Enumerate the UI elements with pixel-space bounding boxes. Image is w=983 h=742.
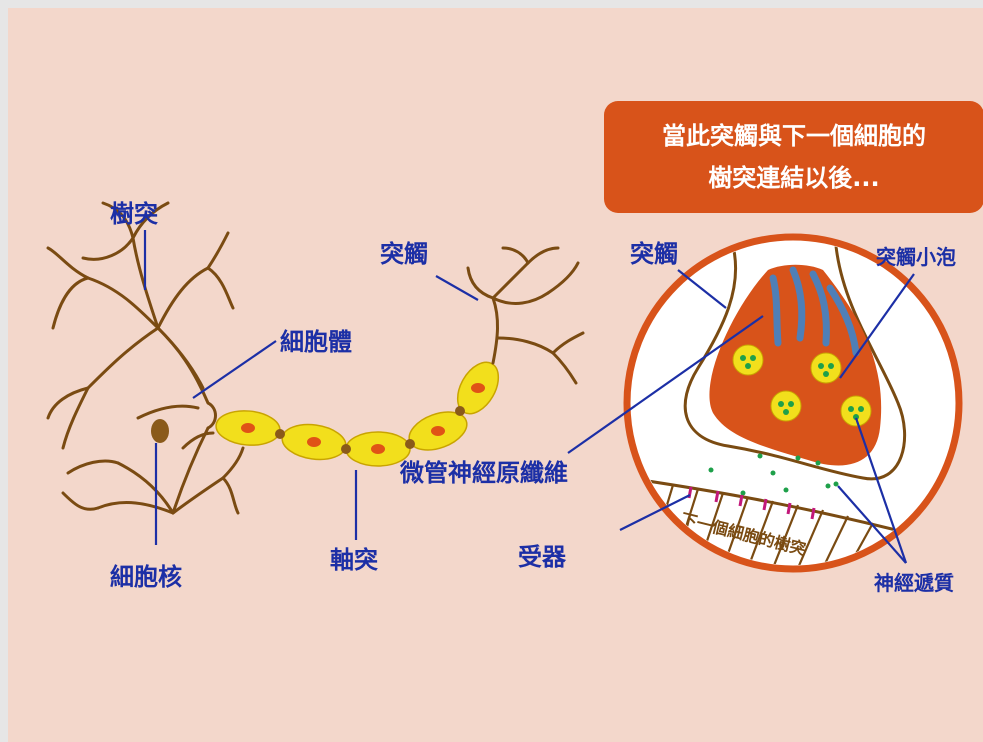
label-nucleus: 細胞核: [110, 563, 182, 591]
label-microtubule: 微管神經原纖維: [399, 459, 568, 487]
node-of-ranvier: [275, 429, 285, 439]
nucleus-shape: [151, 419, 169, 443]
label-cell-body: 細胞體: [280, 328, 352, 356]
vesicle: [811, 353, 841, 383]
label-receptor: 受器: [518, 543, 567, 571]
schwann-nucleus: [371, 444, 385, 454]
vesicle: [841, 396, 871, 426]
label-vesicle: 突觸小泡: [876, 245, 956, 269]
leader-cell-body: [193, 341, 276, 398]
label-terminal: 突觸: [380, 240, 428, 268]
label-neurotransmitter: 神經遞質: [874, 571, 954, 595]
node-of-ranvier: [341, 444, 351, 454]
axon: [215, 355, 507, 466]
vesicle: [771, 391, 801, 421]
schwann-nucleus: [431, 426, 445, 436]
node-of-ranvier: [405, 439, 415, 449]
label-terminal-zoom: 突觸: [630, 240, 678, 268]
diagram-canvas: 當此突觸與下一個細胞的 樹突連結以後...: [8, 8, 983, 742]
neuron-diagram: 樹突 細胞體 細胞核 軸突 突觸: [8, 8, 983, 742]
schwann-nucleus: [471, 383, 485, 393]
schwann-nucleus: [307, 437, 321, 447]
schwann-nucleus: [241, 423, 255, 433]
vesicle: [733, 345, 763, 375]
node-of-ranvier: [455, 406, 465, 416]
label-dendrite: 樹突: [110, 200, 158, 228]
label-axon: 軸突: [330, 546, 378, 574]
